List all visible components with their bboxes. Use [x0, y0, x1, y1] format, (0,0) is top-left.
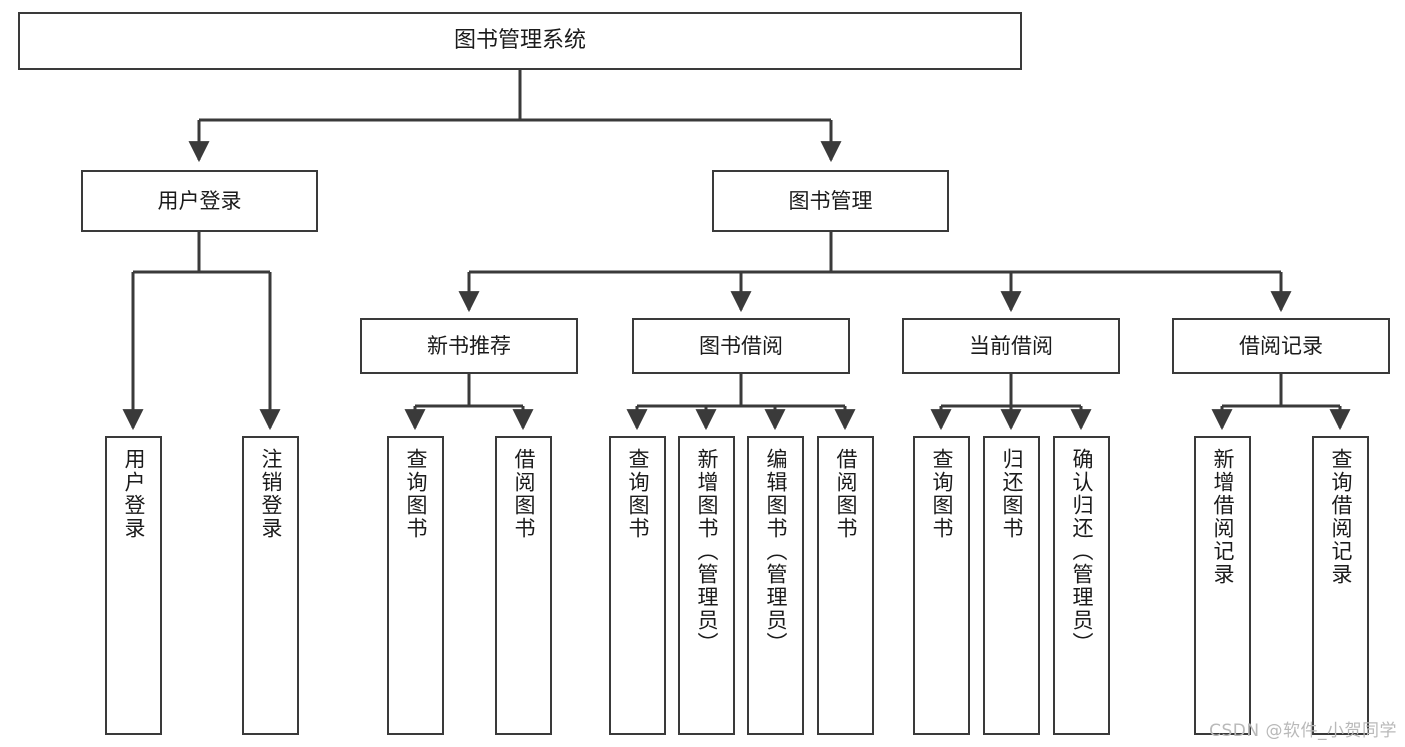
leaf-borrow-add-book[interactable]: 新增图书（管理员）	[678, 436, 735, 735]
node-label: 查询图书	[626, 448, 650, 540]
leaf-record-query[interactable]: 查询借阅记录	[1312, 436, 1369, 735]
node-label: 归还图书	[1000, 448, 1024, 540]
node-label: 新增图书（管理员）	[695, 448, 719, 655]
node-label: 用户登录	[157, 188, 242, 213]
node-book-management[interactable]: 图书管理	[712, 170, 949, 232]
leaf-record-add[interactable]: 新增借阅记录	[1194, 436, 1251, 735]
node-new-book-recommend[interactable]: 新书推荐	[360, 318, 578, 374]
node-label: 注销登录	[259, 448, 283, 540]
node-label: 借阅图书	[512, 448, 536, 540]
node-label: 查询借阅记录	[1329, 448, 1353, 586]
node-label: 用户登录	[122, 448, 146, 540]
leaf-borrow-query-book[interactable]: 查询图书	[609, 436, 666, 735]
node-root-system[interactable]: 图书管理系统	[18, 12, 1022, 70]
leaf-borrow-borrow-book[interactable]: 借阅图书	[817, 436, 874, 735]
leaf-current-return-book[interactable]: 归还图书	[983, 436, 1040, 735]
leaf-current-query-book[interactable]: 查询图书	[913, 436, 970, 735]
node-label: 新增借阅记录	[1211, 448, 1235, 586]
watermark: CSDN @软件_小贺同学	[1209, 721, 1397, 741]
node-user-login[interactable]: 用户登录	[81, 170, 318, 232]
node-label: 查询图书	[404, 448, 428, 540]
node-borrow-record[interactable]: 借阅记录	[1172, 318, 1390, 374]
node-label: 借阅记录	[1239, 333, 1323, 358]
node-label: 图书管理系统	[453, 28, 586, 54]
leaf-new-book-query[interactable]: 查询图书	[387, 436, 444, 735]
node-current-borrow[interactable]: 当前借阅	[902, 318, 1120, 374]
node-label: 新书推荐	[427, 333, 511, 358]
node-label: 借阅图书	[834, 448, 858, 540]
node-label: 图书借阅	[699, 333, 783, 358]
node-book-borrow[interactable]: 图书借阅	[632, 318, 850, 374]
leaf-new-book-borrow[interactable]: 借阅图书	[495, 436, 552, 735]
node-label: 当前借阅	[969, 333, 1053, 358]
leaf-user-login-login[interactable]: 用户登录	[105, 436, 162, 735]
node-label: 编辑图书（管理员）	[764, 448, 788, 655]
node-label: 查询图书	[930, 448, 954, 540]
leaf-borrow-edit-book[interactable]: 编辑图书（管理员）	[747, 436, 804, 735]
leaf-user-login-logout[interactable]: 注销登录	[242, 436, 299, 735]
node-label: 图书管理	[788, 188, 873, 213]
leaf-current-confirm-return[interactable]: 确认归还（管理员）	[1053, 436, 1110, 735]
node-label: 确认归还（管理员）	[1070, 448, 1094, 655]
